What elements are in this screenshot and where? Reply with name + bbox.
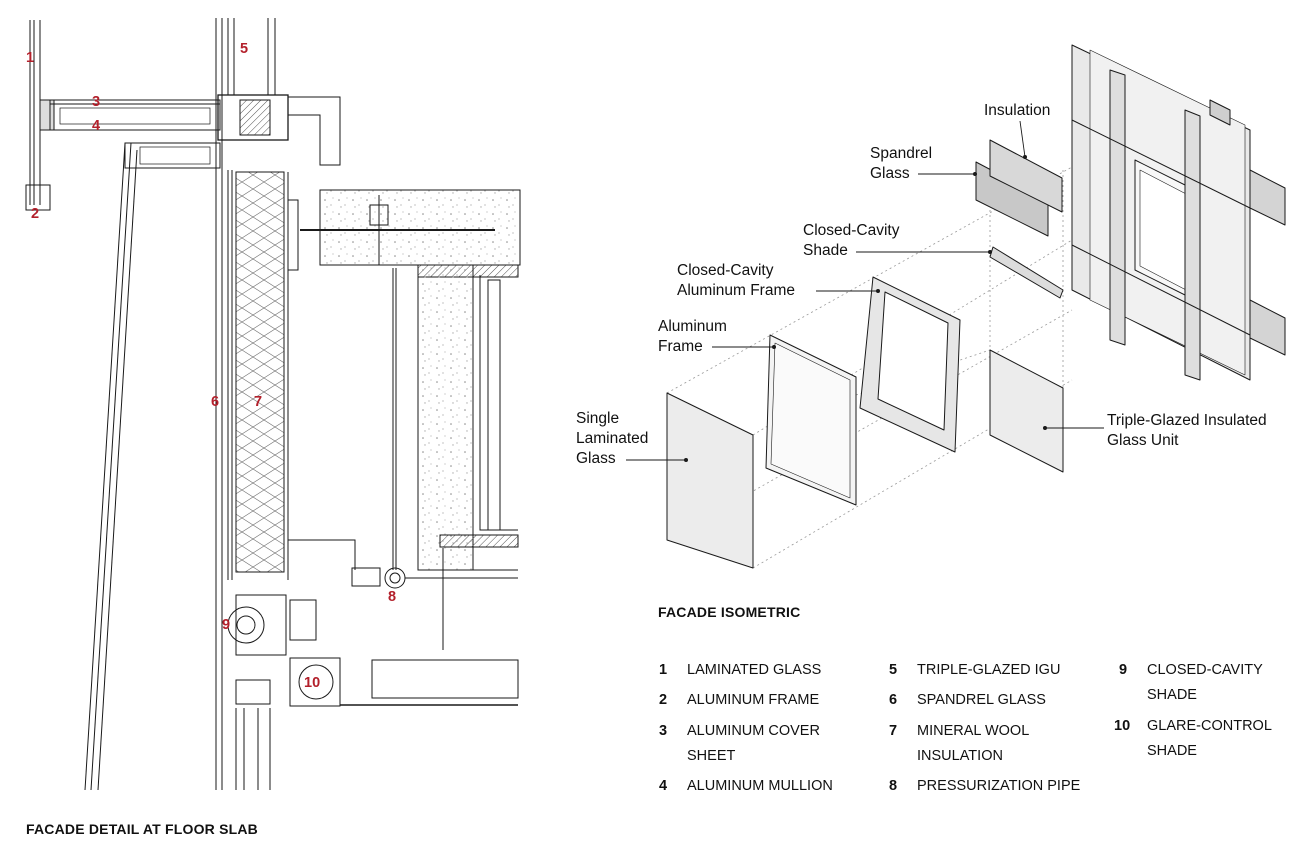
legend-text: GLARE-CONTROL	[1147, 718, 1272, 734]
legend-text: TRIPLE-GLAZED IGU	[917, 662, 1061, 678]
label-igu-line1: Triple-Glazed Insulated	[1107, 412, 1267, 429]
legend-num: 10	[1114, 718, 1131, 734]
legend-text-line2: SHEET	[687, 748, 736, 764]
callout-4: 4	[92, 118, 101, 134]
label-igu-line2: Glass Unit	[1107, 432, 1179, 449]
legend-num: 9	[1119, 662, 1128, 678]
facade-isometric-drawing	[626, 44, 1286, 569]
callout-8: 8	[388, 589, 397, 605]
legend-num: 4	[659, 778, 668, 794]
legend-text: ALUMINUM FRAME	[687, 692, 820, 708]
label-insulation: Insulation	[984, 102, 1051, 119]
legend-num: 1	[659, 662, 668, 678]
label-single-laminated-glass: Single Laminated Glass	[576, 409, 648, 469]
label-triple-glazed-igu: Triple-Glazed Insulated Glass Unit	[1107, 411, 1267, 451]
callout-10: 10	[304, 675, 321, 691]
legend-text: SPANDREL GLASS	[917, 692, 1046, 708]
label-closed-cavity-shade-line1: Closed-Cavity	[803, 222, 900, 239]
label-spandrel-glass: Spandrel Glass	[870, 144, 932, 184]
legend-text: ALUMINUM MULLION	[687, 778, 833, 794]
callout-9: 9	[222, 617, 231, 633]
isometric-caption: FACADE ISOMETRIC	[658, 604, 801, 620]
callout-5: 5	[240, 41, 249, 57]
label-spandrel-glass-line2: Glass	[870, 165, 910, 182]
legend-num: 8	[889, 778, 898, 794]
detail-caption: FACADE DETAIL AT FLOOR SLAB	[26, 821, 258, 837]
legend-text: LAMINATED GLASS	[687, 662, 822, 678]
legend-text: ALUMINUM COVER	[687, 723, 820, 739]
callout-7: 7	[254, 394, 263, 410]
label-closed-cavity-aluminum-frame: Closed-Cavity Aluminum Frame	[677, 261, 795, 301]
callout-2: 2	[31, 206, 40, 222]
facade-section-drawing	[25, 18, 521, 791]
legend-num: 7	[889, 723, 898, 739]
callout-3: 3	[92, 94, 101, 110]
label-aluminum-frame-line1: Aluminum	[658, 318, 727, 335]
legend-num: 3	[659, 723, 668, 739]
legend-text: MINERAL WOOL	[917, 723, 1030, 739]
label-cc-frame-line1: Closed-Cavity	[677, 262, 774, 279]
label-aluminum-frame: Aluminum Frame	[658, 317, 727, 357]
label-closed-cavity-shade: Closed-Cavity Shade	[803, 221, 899, 261]
legend-text: CLOSED-CAVITY	[1147, 662, 1263, 678]
legend-num: 6	[889, 692, 898, 708]
label-spandrel-glass-line1: Spandrel	[870, 145, 933, 162]
legend-text: PRESSURIZATION PIPE	[917, 778, 1081, 794]
legend-num: 2	[659, 692, 668, 708]
legend-num: 5	[889, 662, 898, 678]
legend-text-line2: SHADE	[1147, 687, 1197, 703]
label-slg-line1: Single	[576, 410, 620, 427]
label-slg-line3: Glass	[576, 450, 616, 467]
legend-text-line2: SHADE	[1147, 743, 1197, 759]
label-aluminum-frame-line2: Frame	[658, 338, 703, 355]
label-slg-line2: Laminated	[576, 430, 649, 447]
label-cc-frame-line2: Aluminum Frame	[677, 282, 795, 299]
label-closed-cavity-shade-line2: Shade	[803, 242, 848, 259]
callout-1: 1	[26, 50, 35, 66]
legend-text-line2: INSULATION	[917, 748, 1003, 764]
callout-6: 6	[211, 394, 220, 410]
